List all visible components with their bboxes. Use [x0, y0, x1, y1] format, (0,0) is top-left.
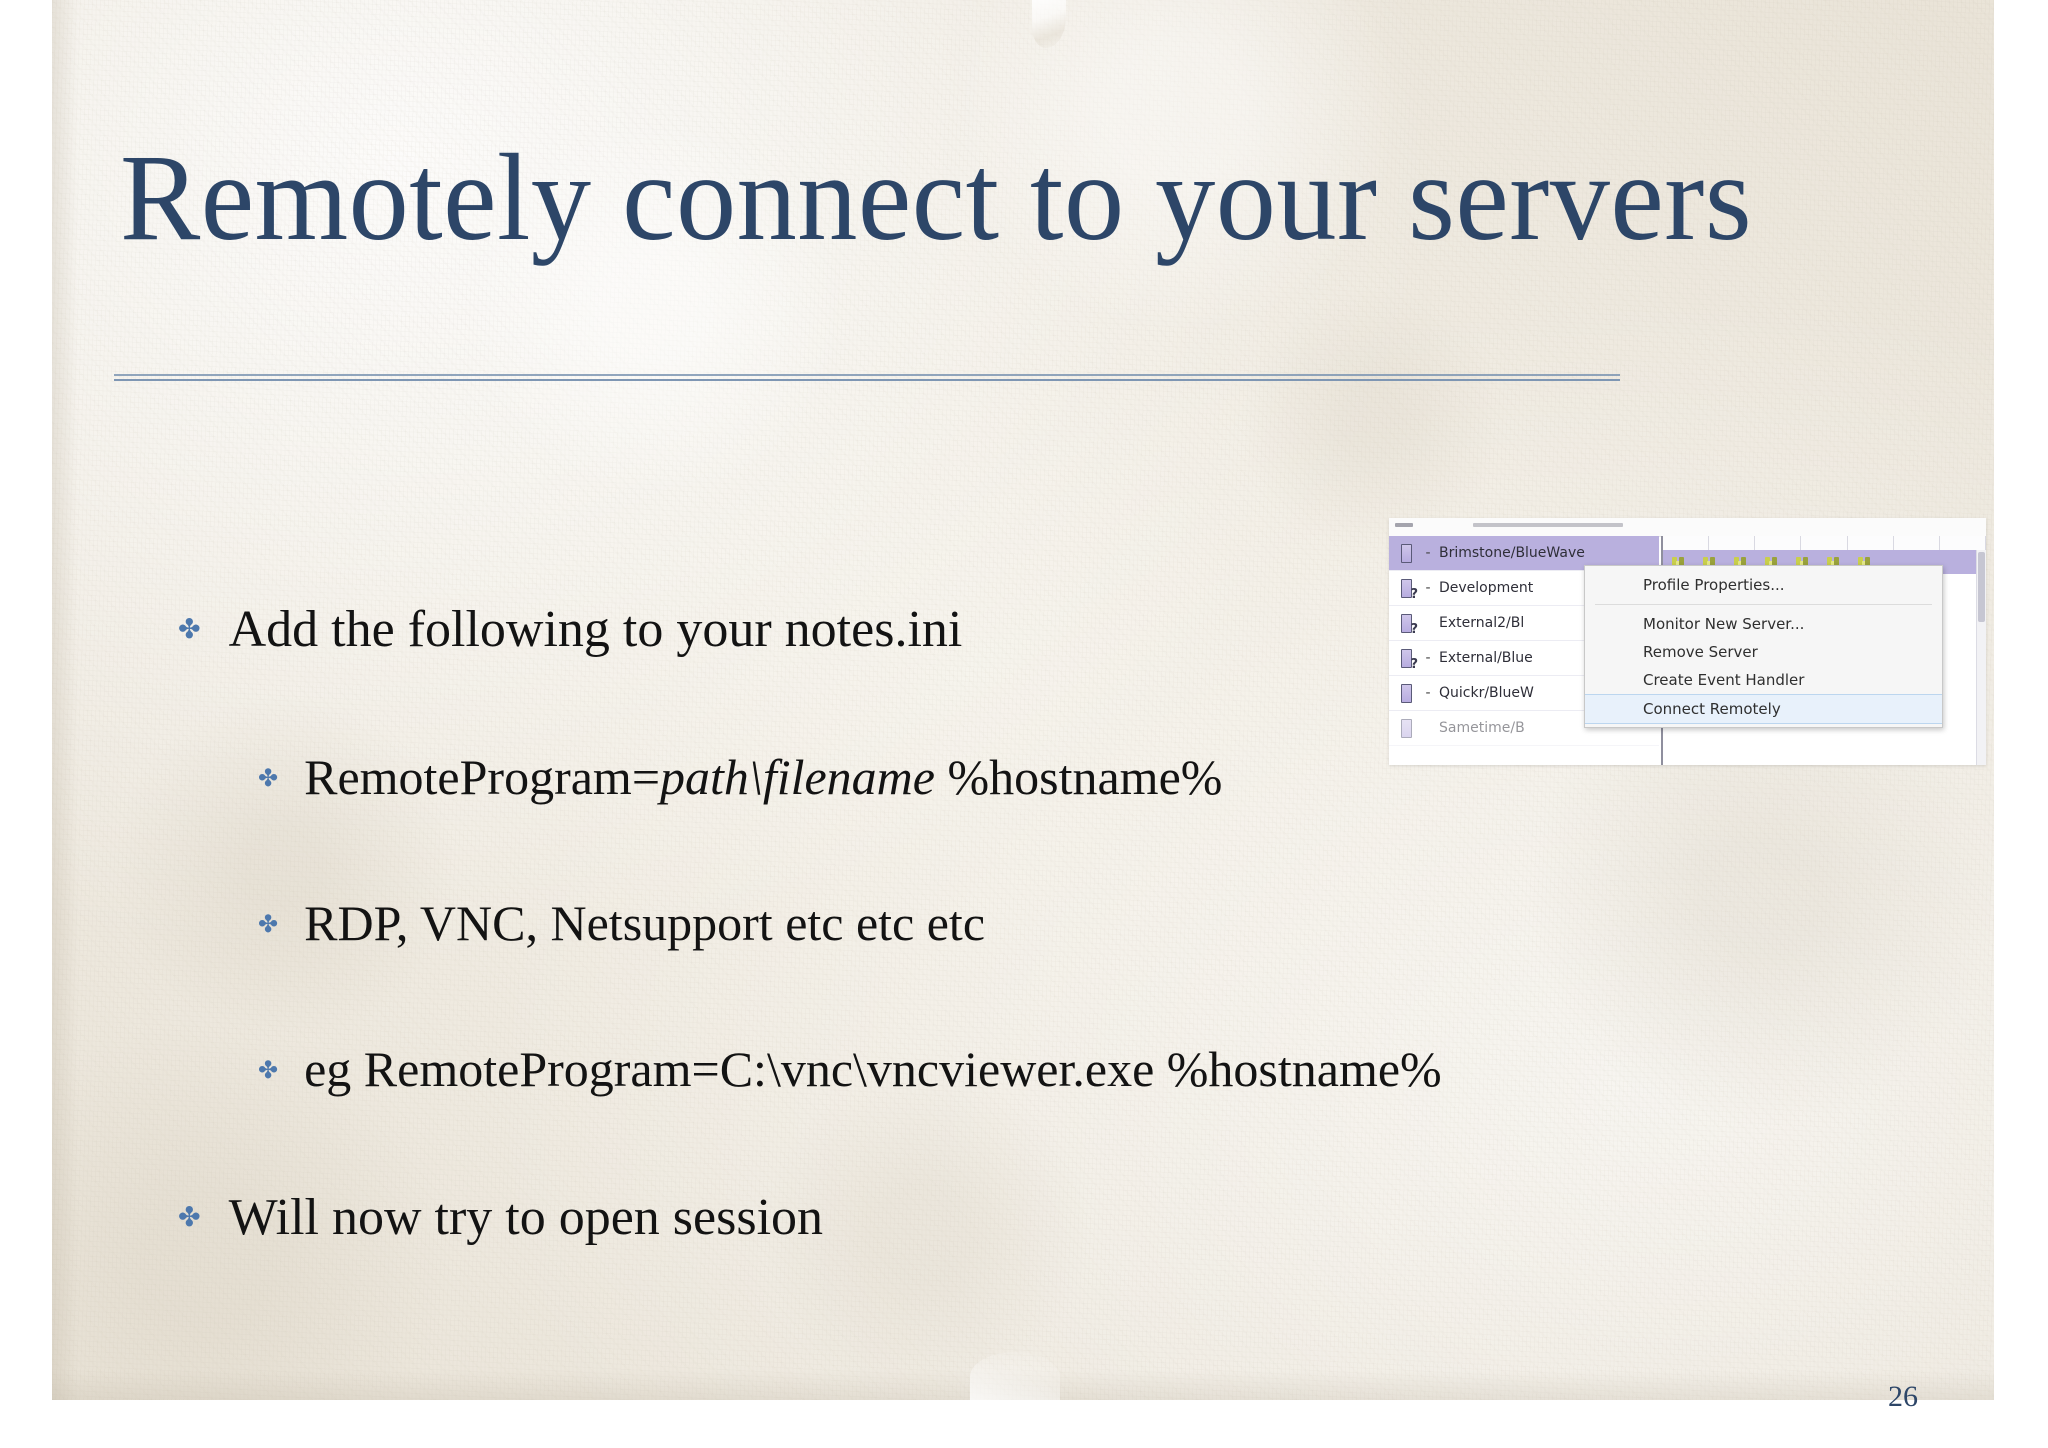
table-row[interactable]: Sametime/B — [1389, 711, 1659, 746]
server-name: External2/Bl — [1439, 615, 1525, 631]
server-name: Development — [1439, 580, 1534, 596]
ghost-text-bar — [1473, 523, 1623, 527]
list-item-label: RemoteProgram=path\filename %hostname% — [304, 748, 1222, 806]
row-dash: - — [1425, 650, 1431, 666]
floral-bullet-icon: ✤ — [258, 764, 279, 792]
row-dash: - — [1425, 580, 1431, 596]
row-dash: - — [1425, 685, 1431, 701]
page-title: Remotely connect to your servers — [120, 129, 1753, 266]
screenshot-top-strip — [1389, 518, 1986, 537]
code-italic-path: path\filename — [660, 749, 935, 805]
menu-item-profile-properties[interactable]: Profile Properties... — [1643, 576, 1785, 594]
menu-item-remove-server[interactable]: Remove Server — [1643, 643, 1758, 661]
paper-left-edge-shadow — [52, 0, 78, 1400]
server-icon — [1395, 682, 1417, 704]
list-item-label: Add the following to your notes.ini — [228, 601, 963, 658]
floral-bullet-icon: ✤ — [178, 1202, 201, 1233]
table-row[interactable]: - Quickr/BlueW — [1389, 676, 1659, 711]
page-number: 26 — [1888, 1380, 1918, 1413]
server-name: External/Blue — [1439, 650, 1533, 666]
floral-bullet-icon: ✤ — [178, 614, 201, 645]
code-suffix: %hostname% — [934, 749, 1223, 805]
server-name: Quickr/BlueW — [1439, 685, 1534, 701]
ghost-text-bar — [1395, 523, 1413, 527]
list-item: ✤ RemoteProgram=path\filename %hostname% — [258, 748, 1222, 806]
menu-item-monitor-new-server[interactable]: Monitor New Server... — [1643, 615, 1805, 633]
server-unknown-icon: ? — [1395, 577, 1418, 601]
menu-item-create-event-handler[interactable]: Create Event Handler — [1643, 671, 1805, 689]
server-icon — [1395, 717, 1417, 739]
menu-separator — [1595, 604, 1932, 605]
list-item: ✤ Will now try to open session — [178, 1188, 823, 1247]
list-item-label: eg RemoteProgram=C:\vnc\vncviewer.exe %h… — [304, 1041, 1442, 1097]
list-item: ✤ eg RemoteProgram=C:\vnc\vncviewer.exe … — [258, 1040, 1442, 1098]
floral-bullet-icon: ✤ — [258, 910, 279, 938]
row-dash: - — [1425, 545, 1431, 561]
floral-bullet-icon: ✤ — [258, 1056, 279, 1084]
embedded-admin-screenshot: - Brimstone/BlueWave ? - Development ? E… — [1389, 518, 1986, 765]
server-icon — [1395, 542, 1417, 564]
list-item-label: RDP, VNC, Netsupport etc etc etc — [304, 895, 986, 951]
server-name: Brimstone/BlueWave — [1439, 545, 1585, 561]
paper-bottom-edge-shadow — [52, 1370, 1994, 1400]
menu-item-connect-remotely[interactable]: Connect Remotely — [1585, 694, 1942, 724]
server-unknown-icon: ? — [1395, 612, 1418, 636]
server-name: Sametime/B — [1439, 720, 1525, 736]
code-prefix: RemoteProgram= — [304, 749, 661, 805]
table-row[interactable]: ? External2/Bl — [1389, 606, 1659, 641]
list-item: ✤ Add the following to your notes.ini — [178, 600, 962, 659]
title-divider-rule — [114, 374, 1620, 383]
list-item-label: Will now try to open session — [228, 1189, 824, 1246]
table-row[interactable]: ? - External/Blue — [1389, 641, 1659, 676]
server-unknown-icon: ? — [1395, 647, 1418, 671]
table-row[interactable]: ? - Development — [1389, 571, 1659, 606]
list-item: ✤ RDP, VNC, Netsupport etc etc etc — [258, 894, 985, 952]
column-header-cells — [1663, 536, 1986, 550]
context-menu: Profile Properties... Monitor New Server… — [1584, 565, 1943, 728]
vertical-scrollbar[interactable] — [1976, 550, 1986, 765]
